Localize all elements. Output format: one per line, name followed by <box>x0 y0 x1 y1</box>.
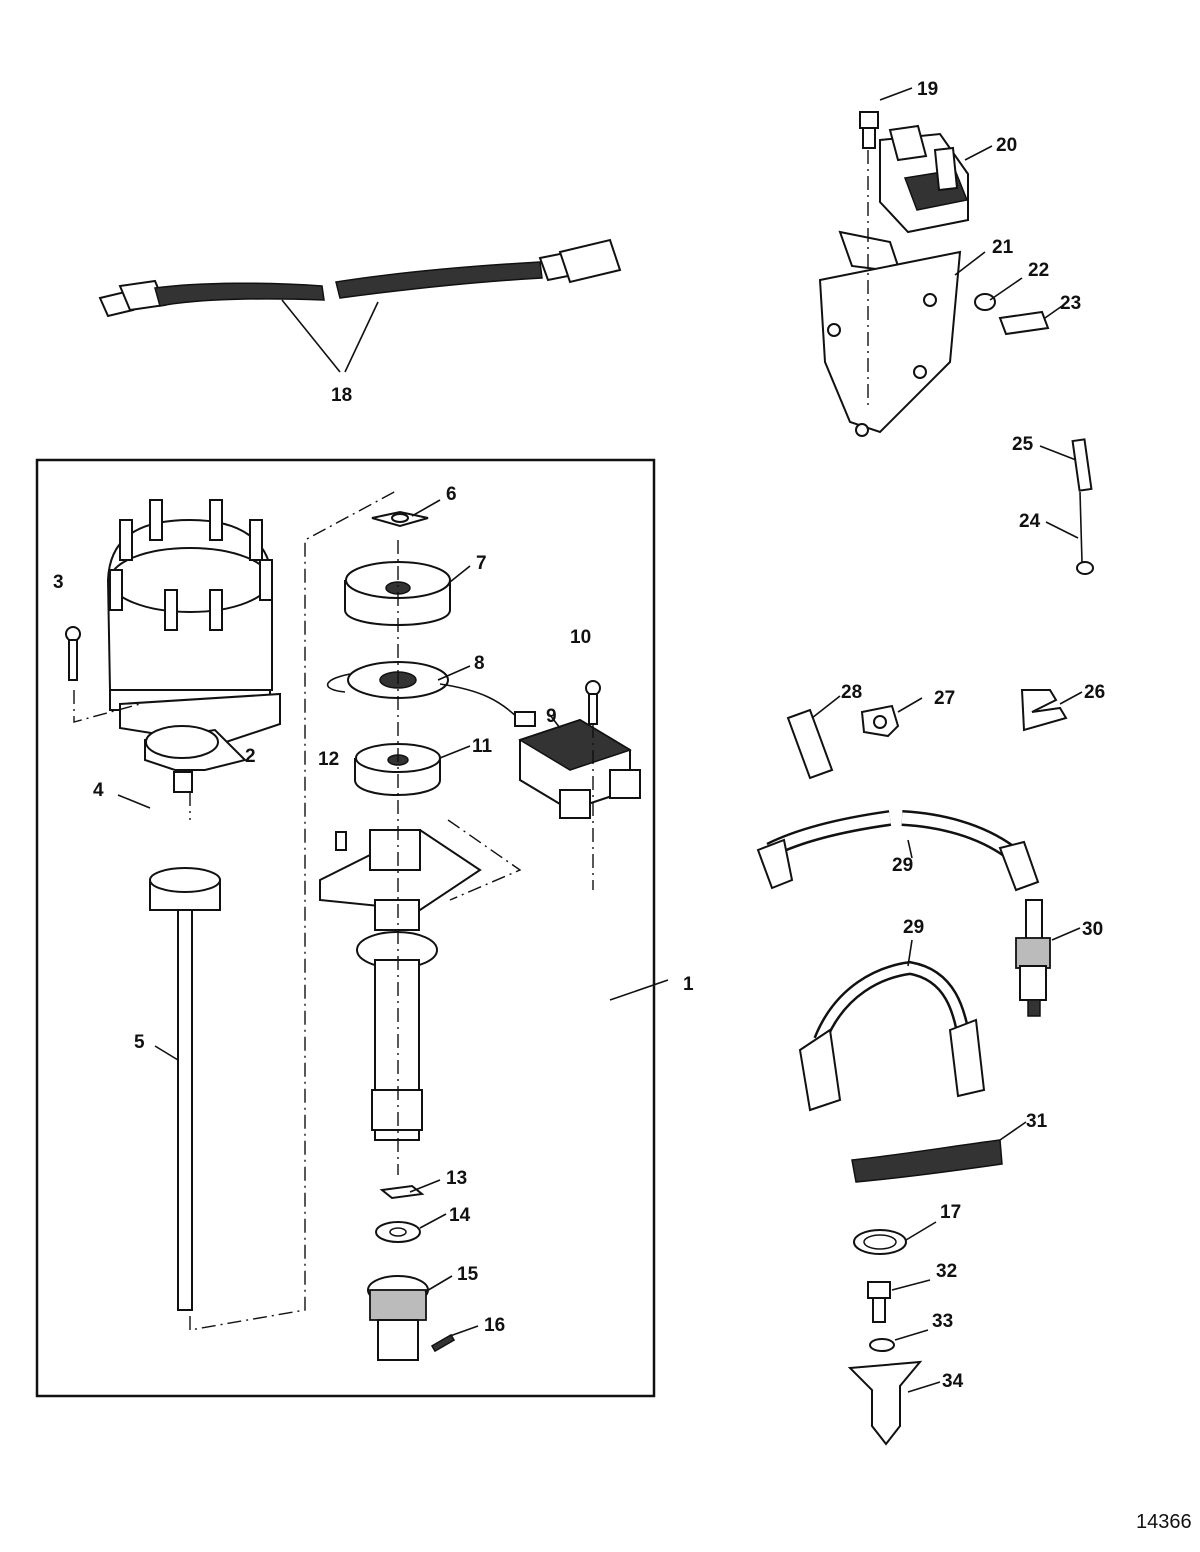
callout-29a: 29 <box>892 855 913 876</box>
wiring-harness <box>98 238 622 373</box>
callout-27: 27 <box>934 688 955 709</box>
callout-16: 16 <box>484 1315 505 1336</box>
module-9 <box>518 714 641 819</box>
pickup-coil-8 <box>326 661 536 727</box>
callout-11: 11 <box>472 736 493 757</box>
screw-10 <box>585 680 601 890</box>
callout-18: 18 <box>331 385 352 406</box>
ignition-coil-assembly <box>818 87 1063 437</box>
rotor-7 <box>344 561 471 626</box>
pin-12 <box>335 831 347 851</box>
washer-14 <box>375 1213 447 1243</box>
distributor-kit-frame <box>35 458 656 1398</box>
grommet-bolt-washer-clamp <box>847 1221 941 1446</box>
rotor-housing-4 <box>117 725 247 809</box>
callout-12: 12 <box>318 749 339 770</box>
housing-1 <box>319 540 669 1175</box>
callout-4: 4 <box>93 780 104 801</box>
distributor-cap <box>106 499 281 746</box>
callout-23: 23 <box>1060 293 1081 314</box>
callout-7: 7 <box>476 553 487 574</box>
driveshaft-5 <box>149 867 221 1311</box>
callout-17: 17 <box>940 1202 961 1223</box>
callout-labels: 1 2 3 4 5 6 7 8 9 10 11 12 13 14 15 16 1… <box>53 79 1105 1392</box>
callout-21: 21 <box>992 237 1014 258</box>
spark-plug <box>1015 899 1081 1017</box>
callout-13: 13 <box>446 1168 467 1189</box>
gear-15 <box>367 1275 453 1361</box>
screw-3 <box>65 626 81 681</box>
callout-34: 34 <box>942 1371 964 1392</box>
callout-29b: 29 <box>903 917 924 938</box>
spark-plug-wires <box>756 810 1040 1112</box>
wire-clip-and-strap <box>1039 438 1094 575</box>
callout-31: 31 <box>1026 1111 1048 1132</box>
conduit <box>851 1121 1027 1183</box>
callout-3: 3 <box>53 572 64 593</box>
figure-number: 14366 <box>1136 1511 1192 1533</box>
callout-26: 26 <box>1084 682 1105 703</box>
callout-20: 20 <box>996 135 1017 156</box>
callout-19: 19 <box>917 79 938 100</box>
pin-16 <box>430 1325 479 1353</box>
callout-8: 8 <box>474 653 485 674</box>
callout-10: 10 <box>570 627 591 648</box>
callout-33: 33 <box>932 1311 953 1332</box>
pole-piece-11 <box>354 743 471 796</box>
callout-6: 6 <box>446 484 457 505</box>
washer-13 <box>379 1179 441 1200</box>
callout-32: 32 <box>936 1261 957 1282</box>
callout-22: 22 <box>1028 260 1049 281</box>
seal-6 <box>371 499 441 528</box>
callout-14: 14 <box>449 1205 471 1226</box>
callout-5: 5 <box>134 1032 145 1053</box>
callout-15: 15 <box>457 1264 479 1285</box>
spark-plug-wire-clips <box>786 689 1083 780</box>
callout-25: 25 <box>1012 434 1034 455</box>
callout-28: 28 <box>841 682 862 703</box>
callout-9: 9 <box>546 706 557 727</box>
callout-2: 2 <box>245 746 256 767</box>
callout-24: 24 <box>1019 511 1041 532</box>
callout-1: 1 <box>683 974 694 995</box>
callout-30: 30 <box>1082 919 1103 940</box>
